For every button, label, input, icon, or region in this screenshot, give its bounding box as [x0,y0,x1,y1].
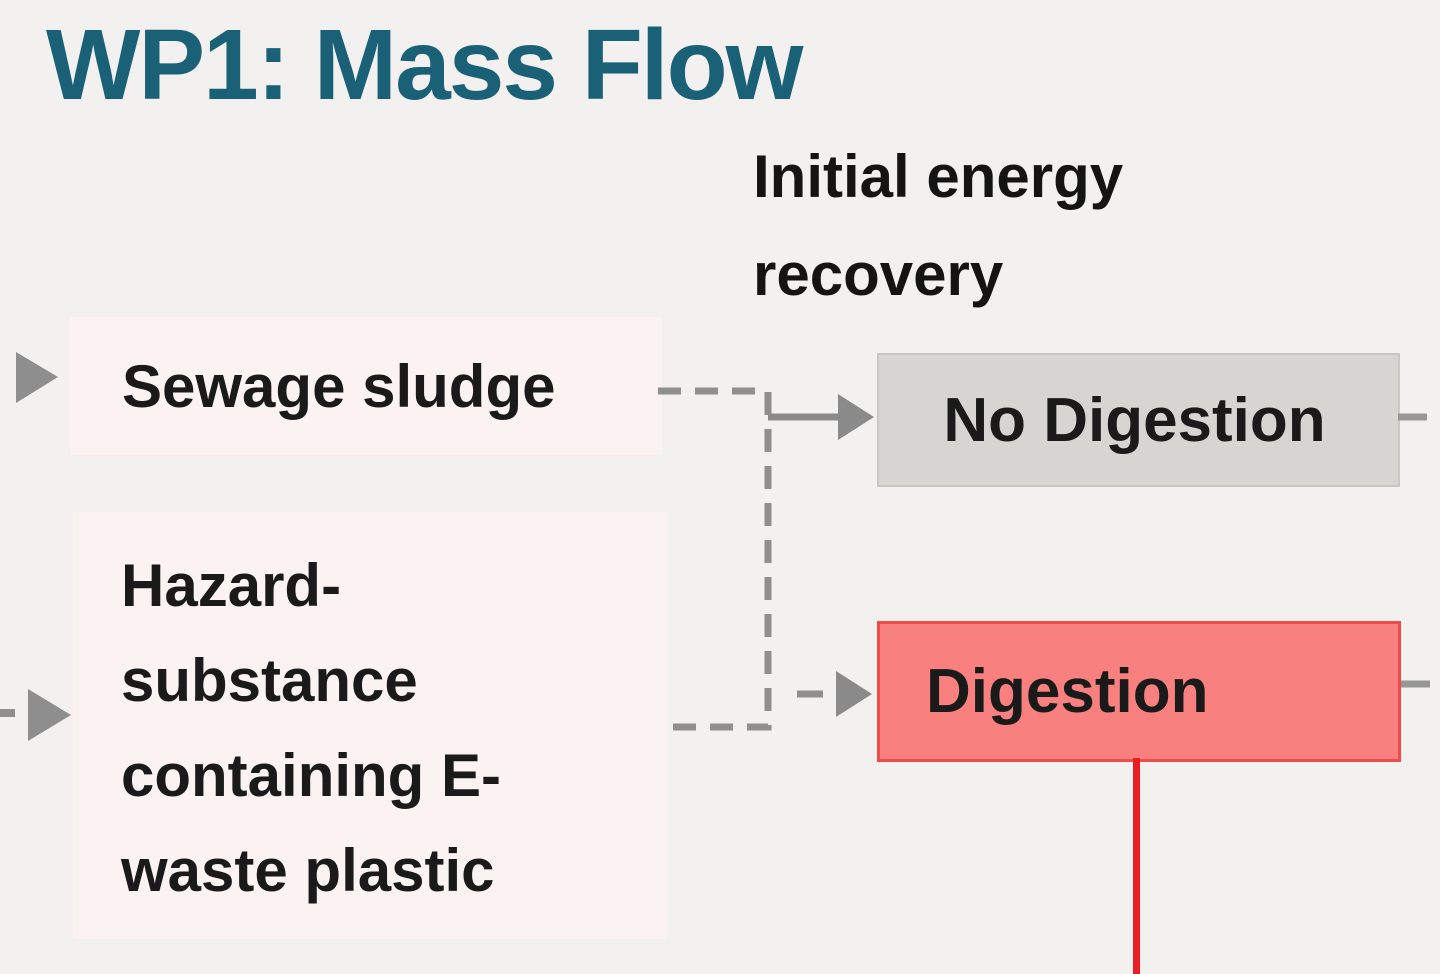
node-no-digestion-label: No Digestion [943,385,1326,455]
node-no-digestion: No Digestion [877,353,1400,487]
no-digestion-arrow-icon [838,394,874,440]
node-hazard-substance: Hazard- substance containing E- waste pl… [73,512,667,939]
dashed-connector-elbow [658,387,772,731]
node-digestion: Digestion [877,621,1401,762]
node-hazard-substance-label: Hazard- substance containing E- waste pl… [121,552,501,904]
node-sewage-sludge-label: Sewage sludge [122,352,556,420]
sewage-input-arrow-icon [16,352,58,403]
node-digestion-label: Digestion [926,657,1209,726]
digestion-flow-line [1133,758,1140,974]
node-sewage-sludge: Sewage sludge [70,317,662,455]
initial-energy-recovery-label: Initial energy recovery [753,143,1124,308]
hazard-input-arrow-icon [28,689,71,741]
digestion-arrow-icon [836,671,872,717]
page-title: WP1: Mass Flow [46,9,803,121]
